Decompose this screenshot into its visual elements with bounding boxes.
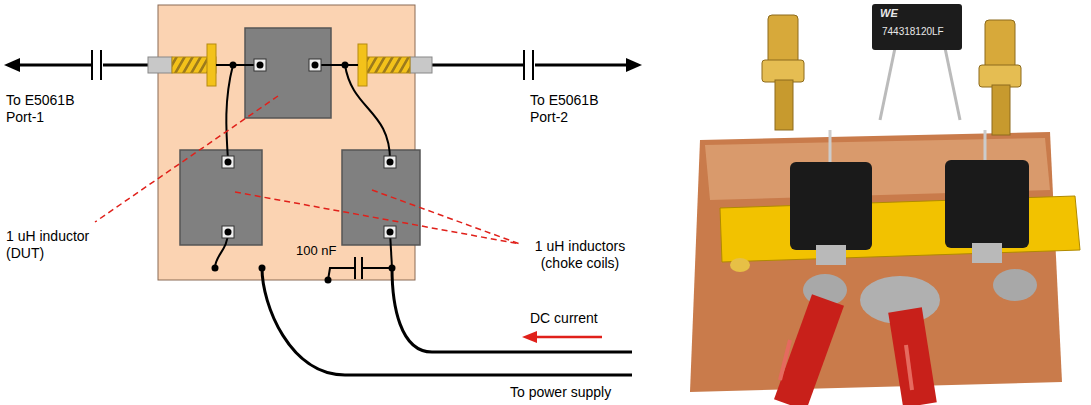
port-label: To E5061B Port-1 <box>6 92 96 126</box>
solder-pad-part <box>387 229 394 236</box>
solder-pad-part <box>212 265 219 272</box>
port-label: To E5061B Port-2 <box>530 92 620 126</box>
port-line-part <box>4 58 20 72</box>
photo-fixture-part <box>762 60 804 82</box>
solder-pad-part <box>342 62 349 69</box>
current-arrow-part <box>534 336 602 339</box>
port-line-part <box>523 48 535 82</box>
port-line-part <box>91 50 93 80</box>
solder-pad-part <box>225 229 232 236</box>
sma-connector-part <box>358 44 367 86</box>
wire-part <box>354 257 356 279</box>
solder-pad-part <box>387 159 394 166</box>
inductor-symbol <box>180 28 420 245</box>
choke-label: 1 uH inductors (choke coils) <box>524 238 636 272</box>
port-line-part <box>100 50 102 80</box>
photo-fixture-part <box>979 65 1021 87</box>
photo-fixture-part <box>985 20 1015 70</box>
photo-fixture-part <box>872 4 962 50</box>
inductor-symbol-part <box>342 150 420 245</box>
photo-fixture-part <box>790 300 828 405</box>
photo-fixture-part <box>768 15 798 65</box>
port-line-part <box>626 58 642 72</box>
photo-fixture-part <box>993 269 1037 301</box>
solder-pad-part <box>384 226 396 238</box>
current-arrow <box>522 331 602 343</box>
photo-fixture-part <box>690 132 1062 392</box>
leader-line-part <box>95 96 278 222</box>
solder-pad-part <box>257 62 264 69</box>
dut-label: 1 uH inductor (DUT) <box>6 228 106 262</box>
port-line-part <box>532 50 534 80</box>
solder-pad-part <box>222 156 234 168</box>
solder-pad-part <box>254 59 266 71</box>
wire-part <box>328 268 355 280</box>
solder-pad-part <box>222 226 234 238</box>
supply-label: To power supply <box>510 384 611 401</box>
part-number: 744318120LF <box>882 26 944 38</box>
capacitor-value: 100 nF <box>296 243 336 259</box>
photo-fixture-part <box>992 85 1010 135</box>
leader-line-part <box>235 192 520 244</box>
port-line-part <box>523 50 525 80</box>
photo-fixture-part <box>730 258 750 272</box>
solder-pad-part <box>309 59 321 71</box>
wire-part <box>362 267 392 269</box>
leader-line <box>95 96 520 244</box>
photo-fixture-part <box>906 345 912 390</box>
solder-pad-part <box>384 156 396 168</box>
solder-pad-part <box>225 159 232 166</box>
solder-pad-part <box>389 265 396 272</box>
photo-fixture-part <box>780 340 790 380</box>
solder-pad-part <box>325 277 332 284</box>
solder-pad-part <box>312 62 319 69</box>
wire-part <box>262 268 632 375</box>
sma-connector-part <box>410 57 432 73</box>
sma-connector-part <box>366 57 410 73</box>
port-line-part <box>91 48 103 82</box>
photo-fixture-part <box>945 48 960 120</box>
solder-pad-part <box>259 265 266 272</box>
wire-part <box>226 65 233 160</box>
part-logo: WE <box>880 7 898 20</box>
solder-pad <box>212 59 397 284</box>
wire-part <box>345 65 390 160</box>
photo-fixture-part <box>972 243 1002 263</box>
photo-fixture <box>660 0 1091 405</box>
sma-connector-part <box>207 44 216 86</box>
inductor-symbol-part <box>245 28 331 118</box>
photo-fixture-part <box>660 0 1091 405</box>
current-arrow-part <box>522 331 537 343</box>
photo-fixture-part <box>880 48 895 120</box>
photo-fixture-part <box>945 160 1029 248</box>
current-label: DC current <box>530 310 598 327</box>
photo-fixture-part <box>790 162 872 250</box>
wire <box>215 65 632 375</box>
sma-connector-part <box>148 57 172 73</box>
solder-pad-part <box>230 62 237 69</box>
photo-fixture-part <box>905 310 920 405</box>
port-line-part <box>14 64 148 67</box>
photo-fixture-part <box>775 80 793 130</box>
leader-line-part <box>372 190 520 244</box>
wire-part <box>392 268 632 352</box>
photo-fixture-part <box>816 245 846 265</box>
wire-part <box>361 257 363 279</box>
inductor-symbol-part <box>180 150 262 245</box>
